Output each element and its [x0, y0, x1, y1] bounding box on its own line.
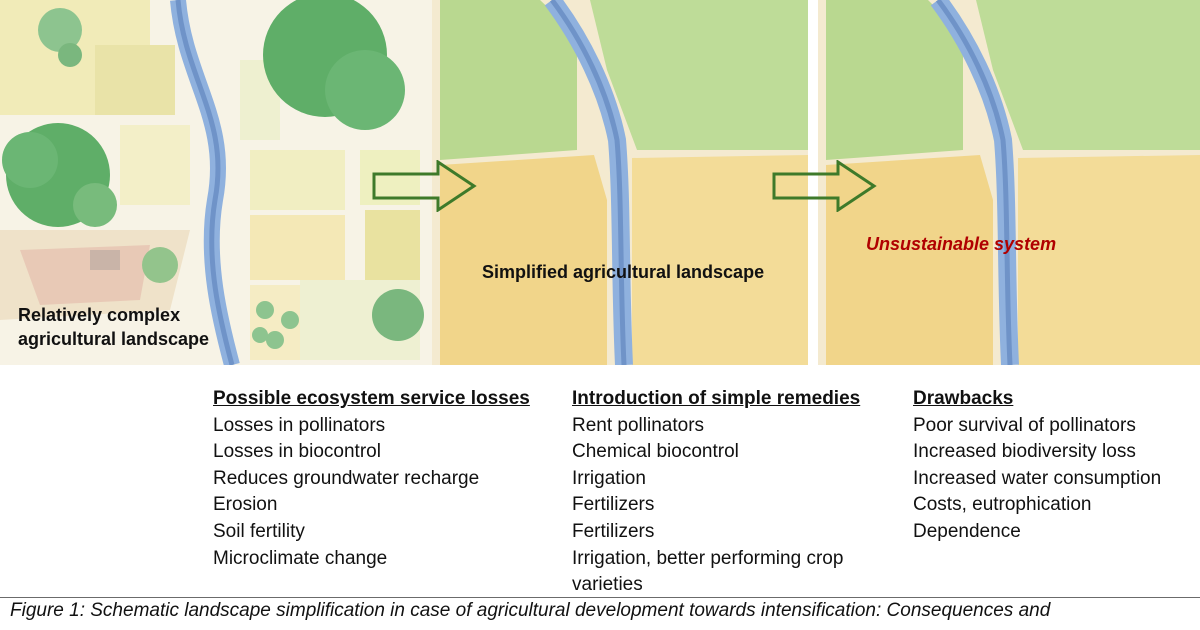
caption-divider	[0, 597, 1200, 598]
list-item: Fertilizers	[572, 520, 655, 542]
list-item: Costs, eutrophication	[913, 494, 1092, 516]
unsustainable-system-label: Unsustainable system	[866, 234, 1057, 254]
list-item: Irrigation, better performing crop varie…	[572, 547, 844, 596]
list-item: Losses in pollinators	[213, 414, 386, 436]
list-item: Fertilizers	[572, 494, 655, 516]
list-item: Dependence	[913, 520, 1021, 542]
complex-landscape-label: Relatively complex agricultural landscap…	[18, 303, 218, 351]
list-item: Irrigation	[572, 467, 646, 489]
list-item: Soil fertility	[213, 520, 305, 542]
column-heading: Introduction of simple remedies	[572, 388, 861, 409]
simplified-landscape-label: Simplified agricultural landscape	[482, 262, 765, 282]
unsustainable-landscape-drawing	[818, 0, 1200, 365]
column-heading: Possible ecosystem service losses	[213, 388, 530, 409]
right-arrow-icon	[372, 160, 477, 212]
complex-landscape-drawing	[0, 0, 432, 365]
list-item: Increased water consumption	[913, 467, 1162, 489]
list-item: Losses in biocontrol	[213, 441, 381, 463]
right-arrow-icon	[772, 160, 877, 212]
remedies-column: Introduction of simple remedies Rent pol…	[572, 386, 872, 599]
list-item: Rent pollinators	[572, 414, 705, 436]
list-item: Reduces groundwater recharge	[213, 467, 480, 489]
complex-landscape-label-text: Relatively complex agricultural landscap…	[18, 305, 210, 349]
column-heading: Drawbacks	[913, 388, 1014, 409]
list-item: Erosion	[213, 494, 278, 516]
list-item: Microclimate change	[213, 547, 388, 569]
list-item: Increased biodiversity loss	[913, 441, 1136, 463]
simplified-landscape-drawing	[432, 0, 808, 365]
list-item: Poor survival of pollinators	[913, 414, 1136, 436]
list-item: Chemical biocontrol	[572, 441, 739, 463]
drawbacks-column: Drawbacks Poor survival of pollinators I…	[913, 386, 1161, 546]
figure-caption: Figure 1: Schematic landscape simplifica…	[10, 600, 1051, 621]
ecosystem-losses-column: Possible ecosystem service losses Losses…	[213, 386, 530, 572]
